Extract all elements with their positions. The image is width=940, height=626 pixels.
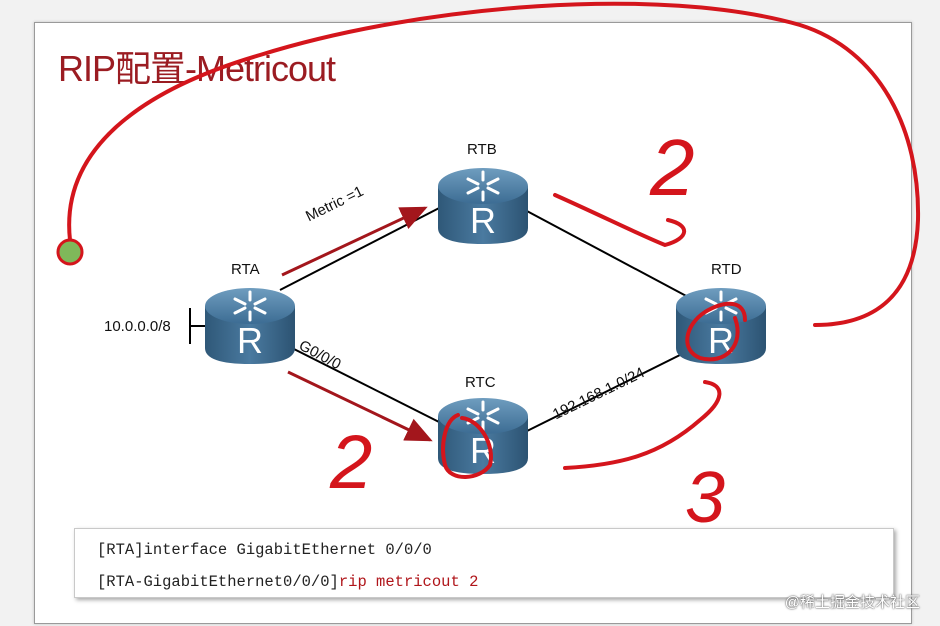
router-rtb-icon[interactable]: R <box>438 168 528 244</box>
router-rta-label: RTA <box>231 261 260 278</box>
router-rtd-glyph: R <box>708 320 734 361</box>
rtc-to-rtd-stroke <box>563 380 722 470</box>
rtd-circle-stroke <box>685 301 747 362</box>
command-prompt-2: [RTA-GigabitEthernet0/0/0] <box>97 573 339 591</box>
router-rtd-label: RTD <box>711 261 742 278</box>
command-text-1: interface GigabitEthernet 0/0/0 <box>143 541 432 559</box>
network-label: 10.0.0.0/8 <box>104 318 171 335</box>
rtb-to-rtd-stroke <box>553 193 687 247</box>
rtc-circle-stroke <box>441 413 493 479</box>
handwritten-annotations <box>67 1 921 479</box>
router-rtb-label: RTB <box>467 141 497 158</box>
link-rtb-rtd <box>524 209 691 299</box>
router-rtc-label: RTC <box>465 374 496 391</box>
command-line-1: [RTA]interface GigabitEthernet 0/0/0 <box>97 541 432 559</box>
link-rta-rtc <box>279 341 446 426</box>
router-rtc-icon[interactable]: R <box>438 398 528 474</box>
green-marker-dot <box>56 238 84 266</box>
link-rtc-rtd <box>524 349 691 433</box>
command-highlight-2: rip metricout 2 <box>338 573 479 591</box>
command-box: [RTA]interface GigabitEthernet 0/0/0 [RT… <box>74 528 894 598</box>
router-rta-glyph: R <box>237 320 263 361</box>
hop-annotation-rtd: 3 <box>685 458 725 538</box>
watermark: @稀土掘金技术社区 <box>784 594 920 611</box>
slide-title: RIP配置-Metricout <box>58 48 336 89</box>
hop-annotation-rtb: 2 <box>649 123 695 212</box>
hop-annotation-rtc: 2 <box>329 420 372 505</box>
big-arc-stroke <box>67 1 921 327</box>
metric-arrow-rtb <box>281 206 428 277</box>
command-prompt-1: [RTA] <box>97 541 144 559</box>
router-rtb-glyph: R <box>470 200 496 241</box>
router-rta-icon[interactable]: R <box>205 288 295 364</box>
metric-arrow-rtc <box>287 370 433 442</box>
link-rta-rtb <box>279 204 446 291</box>
command-line-2: [RTA-GigabitEthernet0/0/0]rip metricout … <box>97 573 478 591</box>
